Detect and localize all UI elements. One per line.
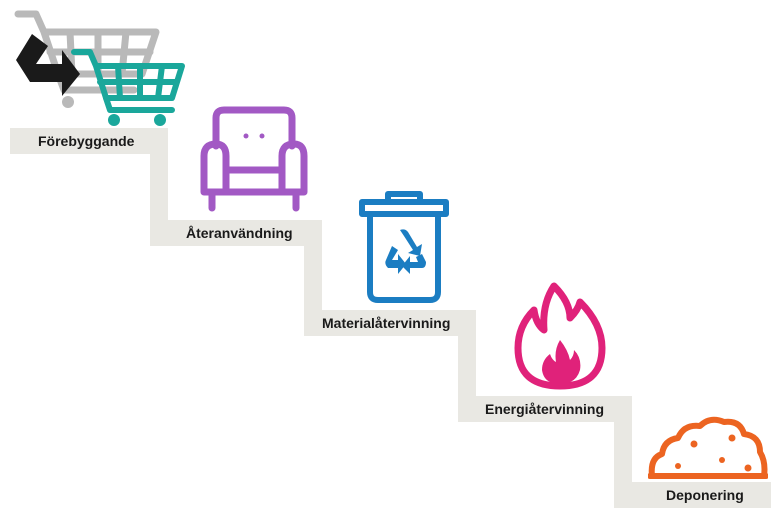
recycling-bin-icon	[359, 191, 449, 303]
step-label-ateranvandning: Återanvändning	[186, 225, 293, 241]
shopping-cart-icon	[14, 10, 185, 126]
step-label-energiatervinning: Energiåtervinning	[485, 401, 605, 417]
riser-3	[458, 310, 476, 422]
step-4	[458, 396, 622, 422]
landfill-mound-icon	[648, 416, 768, 479]
recycle-symbol-icon	[385, 229, 426, 274]
armchair-icon	[200, 106, 308, 212]
step-label-deponering: Deponering	[666, 487, 744, 503]
step-1	[10, 128, 158, 154]
step-label-materialatervinning: Materialåtervinning	[322, 315, 451, 331]
riser-1	[150, 128, 168, 246]
riser-2	[304, 220, 322, 336]
step-2	[150, 220, 308, 246]
flame-icon	[514, 282, 606, 390]
step-5	[614, 482, 771, 508]
step-3	[304, 310, 472, 336]
riser-4	[614, 396, 632, 508]
step-label-forebyggande: Förebyggande	[38, 133, 135, 149]
